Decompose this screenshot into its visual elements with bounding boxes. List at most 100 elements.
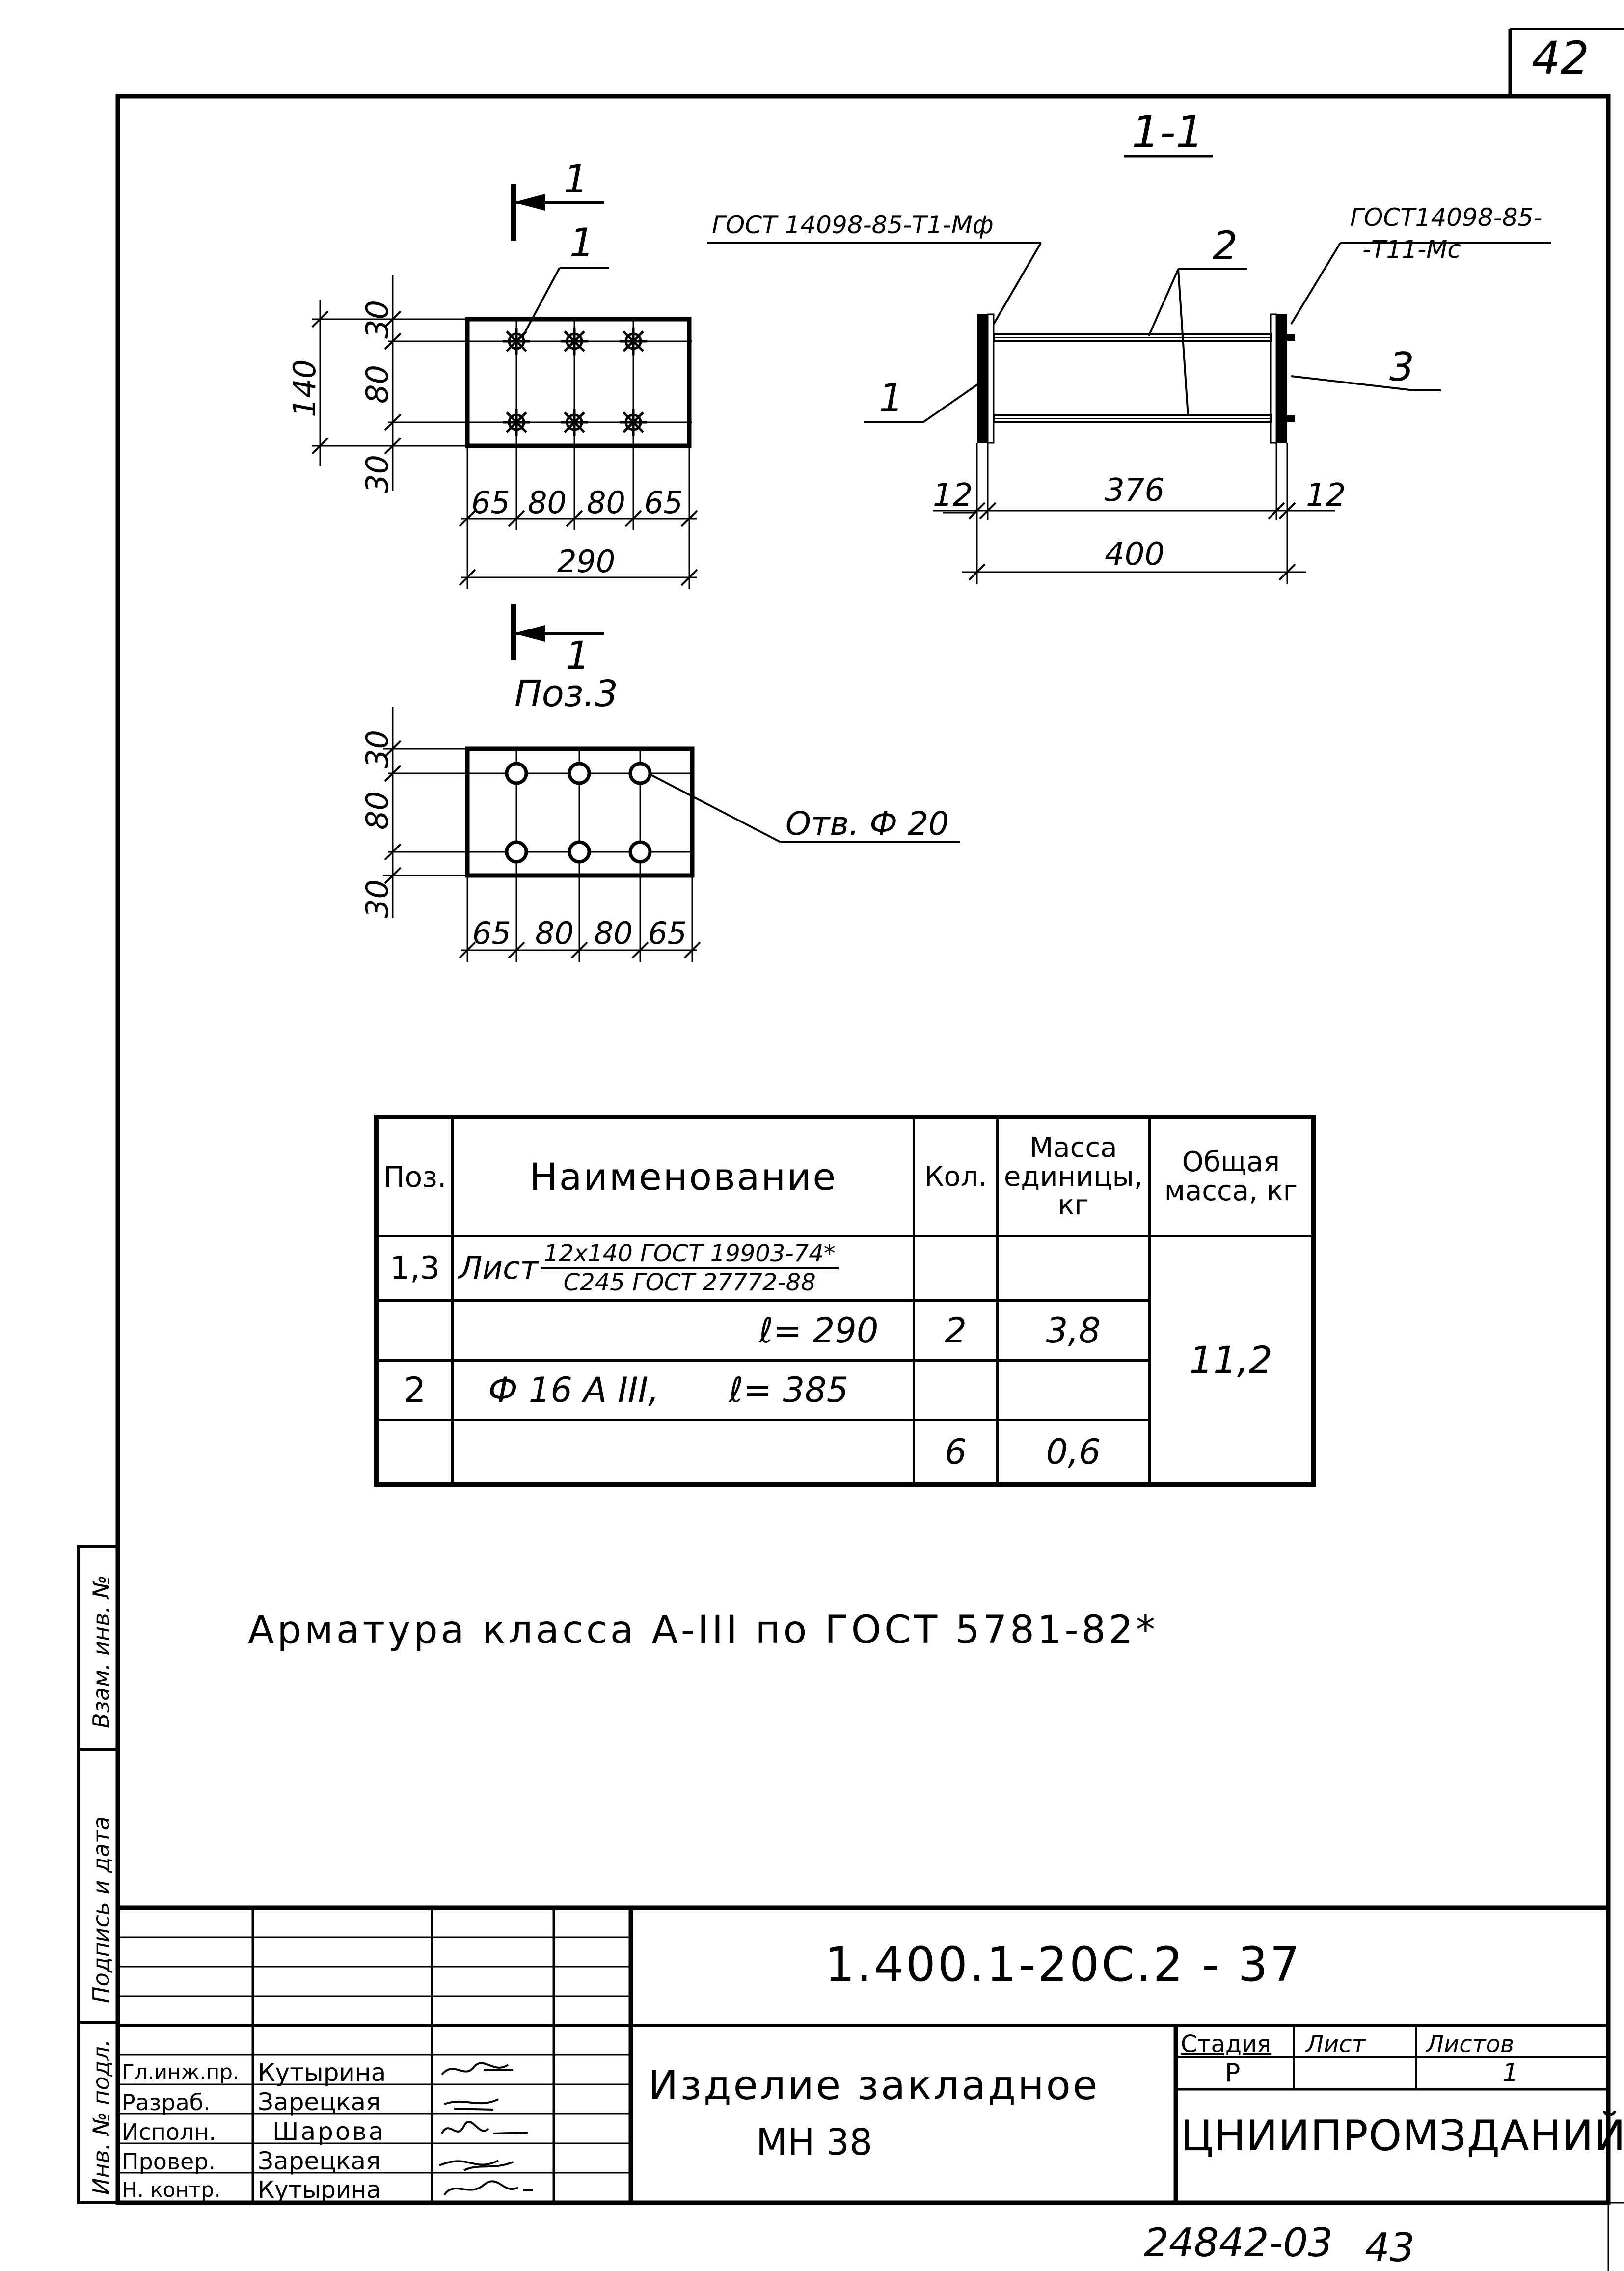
header-pos: Поз. [375, 1116, 454, 1237]
cell-unit-mass [996, 1234, 1151, 1302]
stamp-inv-orig: Инв. № подл. [88, 2039, 114, 2195]
cell-name: Ф 16 А III, ℓ= 385 [451, 1359, 916, 1422]
role-developer: Разраб. [122, 2089, 211, 2116]
role-chief-engineer: Гл.инж.пр. [122, 2060, 240, 2084]
hole-label: Отв. Ф 20 [785, 805, 949, 843]
sheet-label: Лист [1306, 2030, 1366, 2058]
signature-2 [444, 2098, 499, 2111]
pos3-dim-v1: 30 [359, 730, 395, 768]
rebar-spec: Ф 16 А III, [488, 1370, 659, 1411]
pos3-dim-h1: 65 [472, 915, 511, 951]
pos3-dim-h3: 80 [594, 915, 633, 951]
section-label: 1-1 [1132, 107, 1204, 158]
plan-dim-h4: 65 [644, 485, 683, 520]
role-checker: Провер. [122, 2148, 216, 2175]
signatures [439, 2062, 533, 2196]
section-mark-bottom: 1 [566, 634, 590, 678]
header-qty: Кол. [913, 1116, 999, 1237]
cell-unit-mass: 3,8 [996, 1299, 1151, 1362]
role-executor: Исполн. [122, 2119, 217, 2145]
organization: ЦНИИПРОМЗДАНИЙ [1181, 2111, 1624, 2161]
weld-right-label-2: -Т11-Мс [1362, 235, 1461, 264]
signature-5 [443, 2180, 533, 2196]
signature-3 [441, 2121, 528, 2134]
plate-plan [465, 317, 692, 448]
table-row: ℓ= 290 2 3,8 [375, 1299, 1314, 1362]
signature-1 [441, 2062, 513, 2076]
cell-total-mass: 11,2 [1148, 1234, 1315, 1486]
side-stamp-strip [77, 1545, 119, 2204]
plan-dim-width: 290 [557, 544, 615, 579]
sheet-prefix: Лист [459, 1250, 539, 1287]
footer-number: 43 [1365, 2225, 1415, 2271]
cell-name: Лист 12х140 ГОСТ 19903-74* С245 ГОСТ 277… [451, 1234, 916, 1302]
stage-label: Стадия [1181, 2030, 1272, 2058]
table-row: 2 Ф 16 А III, ℓ= 385 [375, 1359, 1314, 1422]
section-dim-middle: 376 [1105, 472, 1164, 509]
stamp-signature: Подпись и дата [88, 1816, 114, 2003]
cell-pos: 1,3 [375, 1234, 454, 1302]
plan-dim-h1: 65 [471, 485, 510, 520]
header-unit-mass: Масса единицы, кг [996, 1116, 1151, 1237]
document-code: 1.400.1-20С.2 - 37 [825, 1937, 1302, 1992]
plan-dim-v2: 80 [359, 365, 395, 404]
cell-qty: 6 [913, 1419, 999, 1486]
sheets-value: 1 [1502, 2058, 1519, 2088]
stamp-replace-inv: Взам. инв. № [88, 1575, 114, 1728]
sheet-fraction: 12х140 ГОСТ 19903-74* С245 ГОСТ 27772-88 [541, 1240, 839, 1296]
table-row: 1,3 Лист 12х140 ГОСТ 19903-74* С245 ГОСТ… [375, 1234, 1315, 1486]
cell-unit-mass [996, 1359, 1151, 1422]
name-executor: Шарова [272, 2117, 386, 2146]
plan-dim-v3: 30 [359, 455, 395, 493]
reinforcement-note: Арматура класса А-III по ГОСТ 5781-82* [248, 1608, 1158, 1652]
name-developer: Зарецкая [258, 2088, 381, 2116]
pos3-dim-v2: 80 [359, 791, 395, 830]
section-mark-top: 1 [564, 158, 588, 202]
holes-pos3 [505, 762, 652, 864]
section-pos-1: 1 [879, 375, 904, 421]
cell-name [451, 1419, 916, 1486]
name-checker: Зарецкая [258, 2147, 381, 2175]
plan-dim-v1: 30 [359, 300, 395, 339]
plan-pos-1: 1 [569, 220, 595, 266]
role-norm-control: Н. контр. [122, 2178, 221, 2202]
pos3-dim-h4: 65 [648, 915, 687, 951]
fraction-bottom: С245 ГОСТ 27772-88 [563, 1269, 816, 1297]
weld-left-label: ГОСТ 14098-85-Т1-Мф [712, 211, 994, 239]
item-title: Изделие закладное [648, 2062, 1100, 2109]
pos3-label: Поз.3 [514, 673, 618, 715]
table-row: 6 0,6 [375, 1419, 1314, 1486]
fraction-top: 12х140 ГОСТ 19903-74* [541, 1240, 839, 1270]
pos3-dim-h2: 80 [535, 915, 574, 951]
cell-unit-mass: 0,6 [996, 1419, 1151, 1486]
specification-table: Поз. Наименование Кол. Масса единицы, кг… [374, 1115, 1316, 1487]
section-dim-left: 12 [933, 477, 973, 514]
weld-right-label-1: ГОСТ14098-85- [1350, 203, 1542, 232]
name-chief-engineer: Кутырина [258, 2058, 386, 2087]
item-mark: МН 38 [756, 2121, 873, 2163]
cell-pos [375, 1419, 454, 1486]
studs-plan [503, 328, 647, 436]
cell-name: ℓ= 290 [451, 1299, 916, 1362]
header-name: Наименование [451, 1116, 916, 1237]
header-total-mass: Общая масса, кг [1148, 1116, 1315, 1237]
cell-qty: 2 [913, 1299, 999, 1362]
section-dim-total: 400 [1105, 536, 1164, 573]
cell-qty [913, 1234, 999, 1302]
section-pos-2: 2 [1213, 223, 1238, 269]
cell-pos [375, 1299, 454, 1362]
plan-dim-height: 140 [287, 359, 323, 417]
plan-dim-h3: 80 [587, 485, 625, 520]
name-norm-control: Кутырина [258, 2176, 381, 2204]
footer-code: 24842-03 [1144, 2220, 1333, 2266]
cell-pos: 2 [375, 1359, 454, 1422]
cell-qty [913, 1359, 999, 1422]
page-number: 42 [1532, 32, 1589, 84]
stage-value: Р [1225, 2058, 1241, 2088]
section-pos-3: 3 [1389, 344, 1414, 390]
signature-4 [439, 2160, 514, 2171]
pos3-dim-v3: 30 [359, 879, 395, 918]
plan-dim-h2: 80 [528, 485, 567, 520]
rebar-length: ℓ= 385 [729, 1370, 849, 1411]
